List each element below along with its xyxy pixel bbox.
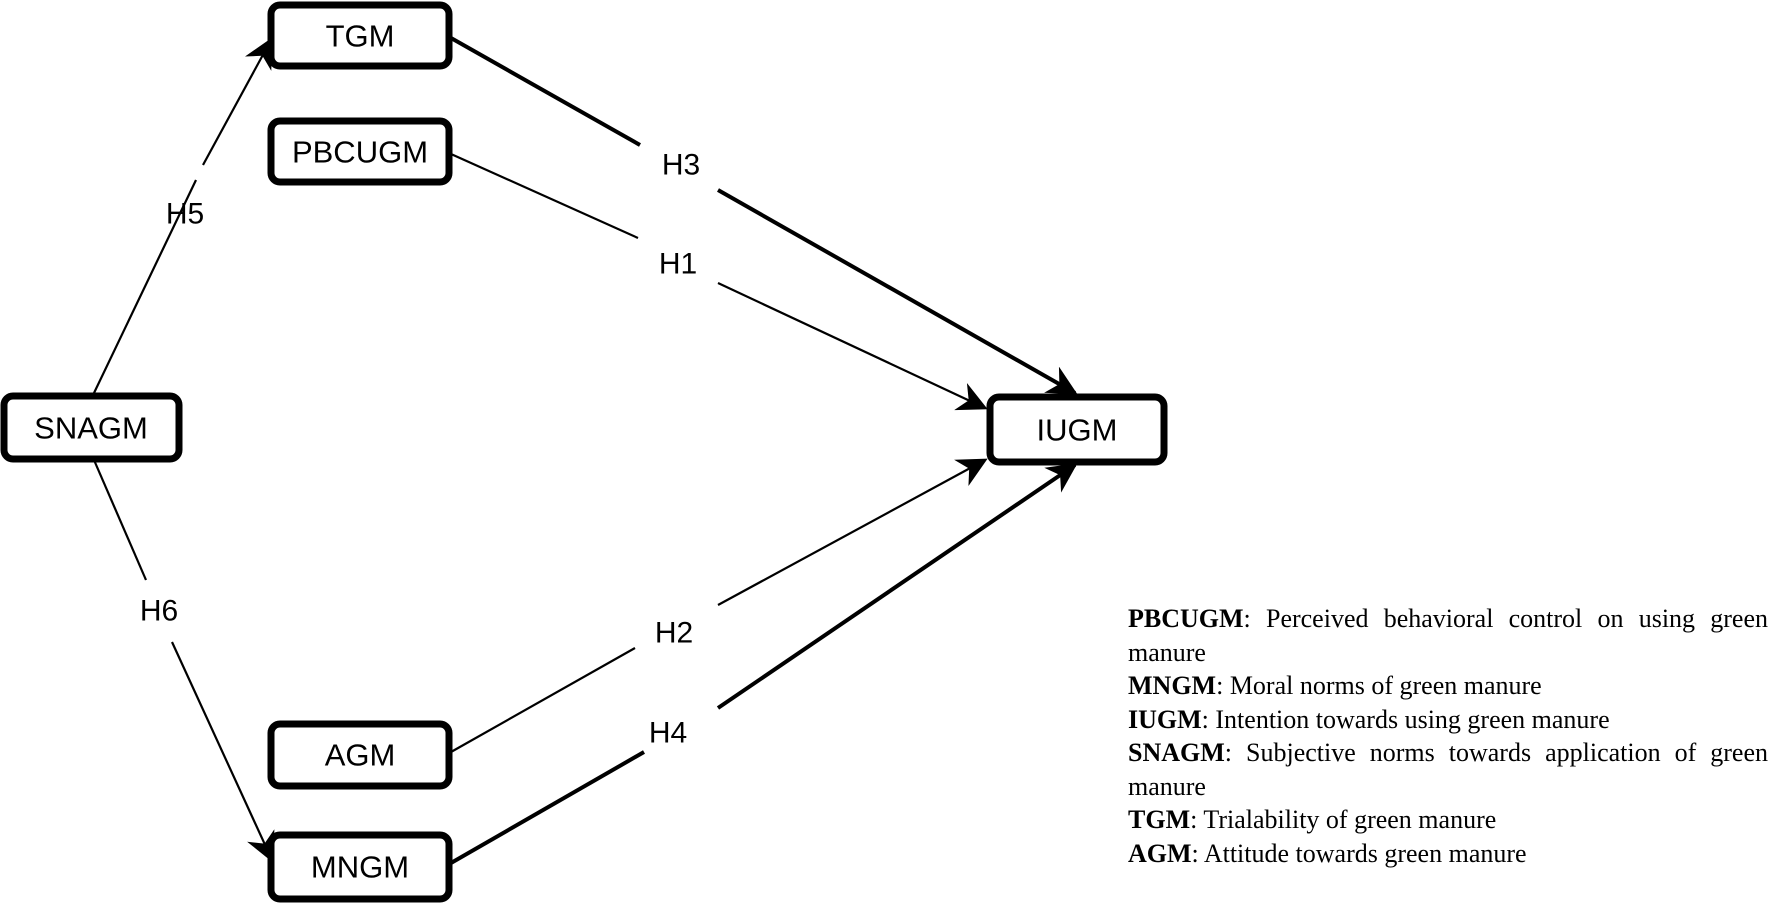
edge-h2-line-lower <box>450 647 636 753</box>
edge-h5-line-lower <box>93 179 197 394</box>
legend-entry-snagm: SNAGM: Subjective norms towards applicat… <box>1128 736 1768 803</box>
edge-h5-line-upper <box>202 37 273 166</box>
node-mngm: MNGM <box>267 831 453 903</box>
node-iugm-label: IUGM <box>1037 413 1118 448</box>
edge-h3-line-lower <box>717 188 1078 395</box>
edge-h1-line-upper <box>450 152 639 240</box>
edge-h2: H2 <box>450 458 988 753</box>
legend-entry-agm: AGM: Attitude towards green manure <box>1128 837 1768 871</box>
node-snagm: SNAGM <box>0 392 183 463</box>
legend-abbr: SNAGM <box>1128 738 1225 767</box>
node-mngm-label: MNGM <box>311 850 409 885</box>
node-agm-label: AGM <box>325 738 396 773</box>
legend-text: : Intention towards using green manure <box>1201 704 1610 734</box>
edge-h4-line-upper <box>716 463 1078 710</box>
legend-abbr: IUGM <box>1128 704 1202 734</box>
edge-h4-line-lower <box>450 750 645 865</box>
node-iugm: IUGM <box>986 393 1168 466</box>
legend-abbr: AGM <box>1128 838 1192 868</box>
legend-text: : Subjective norms towards application o… <box>1128 738 1768 801</box>
node-tgm-label: TGM <box>326 19 395 54</box>
node-agm-box <box>267 720 453 790</box>
node-snagm-label: SNAGM <box>34 411 148 446</box>
legend-entry-pbcugm: PBCUGM: Perceived behavioral control on … <box>1128 602 1768 669</box>
legend-text: : Trialability of green manure <box>1190 805 1497 834</box>
legend-abbr: MNGM <box>1128 671 1217 700</box>
legend-text: : Attitude towards green manure <box>1191 838 1527 868</box>
edge-label-h2: H2 <box>655 617 693 650</box>
node-iugm-box <box>986 393 1168 466</box>
legend-text: : Moral norms of green manure <box>1216 671 1542 700</box>
edge-h6-line-upper <box>92 459 148 581</box>
edge-h6-line-lower <box>171 641 275 863</box>
legend-abbr: PBCUGM <box>1128 604 1244 633</box>
node-pbcugm-box <box>267 117 453 186</box>
legend-text: : Perceived behavioral control on using … <box>1128 604 1768 667</box>
node-pbcugm-label: PBCUGM <box>292 135 428 170</box>
edge-h5: H5 <box>93 37 273 394</box>
legend-entry-mngm: MNGM: Moral norms of green manure <box>1128 669 1768 703</box>
edge-label-h3: H3 <box>662 149 700 182</box>
edge-h4: H4 <box>450 463 1078 865</box>
edge-h3: H3 <box>450 36 1078 395</box>
legend-entry-iugm: IUGM: Intention towards using green manu… <box>1128 703 1768 737</box>
edge-h1: H1 <box>450 152 988 411</box>
node-mngm-box <box>267 831 453 903</box>
edge-label-h1: H1 <box>659 248 697 281</box>
edge-label-h4: H4 <box>649 717 687 750</box>
edge-h3-line-upper <box>450 36 641 147</box>
node-agm: AGM <box>267 720 453 790</box>
node-pbcugm: PBCUGM <box>267 117 453 186</box>
edge-label-h6: H6 <box>140 595 178 628</box>
edge-h2-line-upper <box>717 458 988 606</box>
legend-abbr: TGM <box>1128 805 1191 834</box>
legend-entry-tgm: TGM: Trialability of green manure <box>1128 803 1768 837</box>
edge-label-h5: H5 <box>166 198 204 231</box>
edge-h1-line-lower <box>717 282 988 411</box>
node-tgm-box <box>267 1 453 70</box>
legend: PBCUGM: Perceived behavioral control on … <box>1128 602 1768 870</box>
node-tgm: TGM <box>267 1 453 70</box>
edge-h6: H6 <box>92 459 275 863</box>
node-snagm-box <box>0 392 183 463</box>
